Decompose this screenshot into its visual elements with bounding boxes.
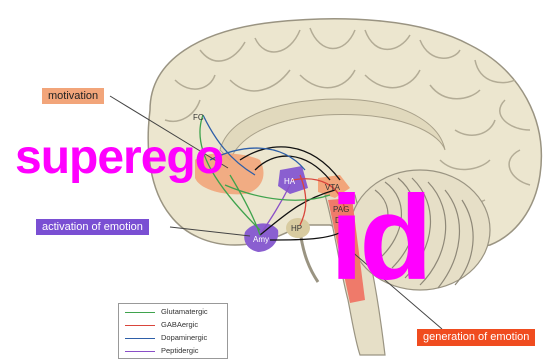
legend-item: Peptidergic [125,345,225,357]
legend-item: GABAergic [125,319,225,331]
superego-overlay: superego [15,132,223,184]
legend-swatch [125,338,155,339]
pituitary-stalk [300,230,318,282]
label-amy: Amy [253,235,269,244]
legend-swatch [125,312,155,313]
legend-label: Glutamatergic [161,306,208,318]
label-fc: FC [193,113,204,122]
generation-label: generation of emotion [417,329,535,346]
activation-label: activation of emotion [36,219,149,235]
legend-item: Dopaminergic [125,332,225,344]
legend-swatch [125,351,155,352]
legend-label: GABAergic [161,319,198,331]
legend-swatch [125,325,155,326]
legend-label: Peptidergic [161,345,199,357]
motivation-label: motivation [42,88,104,104]
label-hp: HP [291,224,302,233]
label-ha: HA [284,177,296,186]
legend: Glutamatergic GABAergic Dopaminergic Pep… [118,303,228,359]
legend-item: Glutamatergic [125,306,225,318]
id-overlay: id [330,178,429,298]
legend-label: Dopaminergic [161,332,207,344]
